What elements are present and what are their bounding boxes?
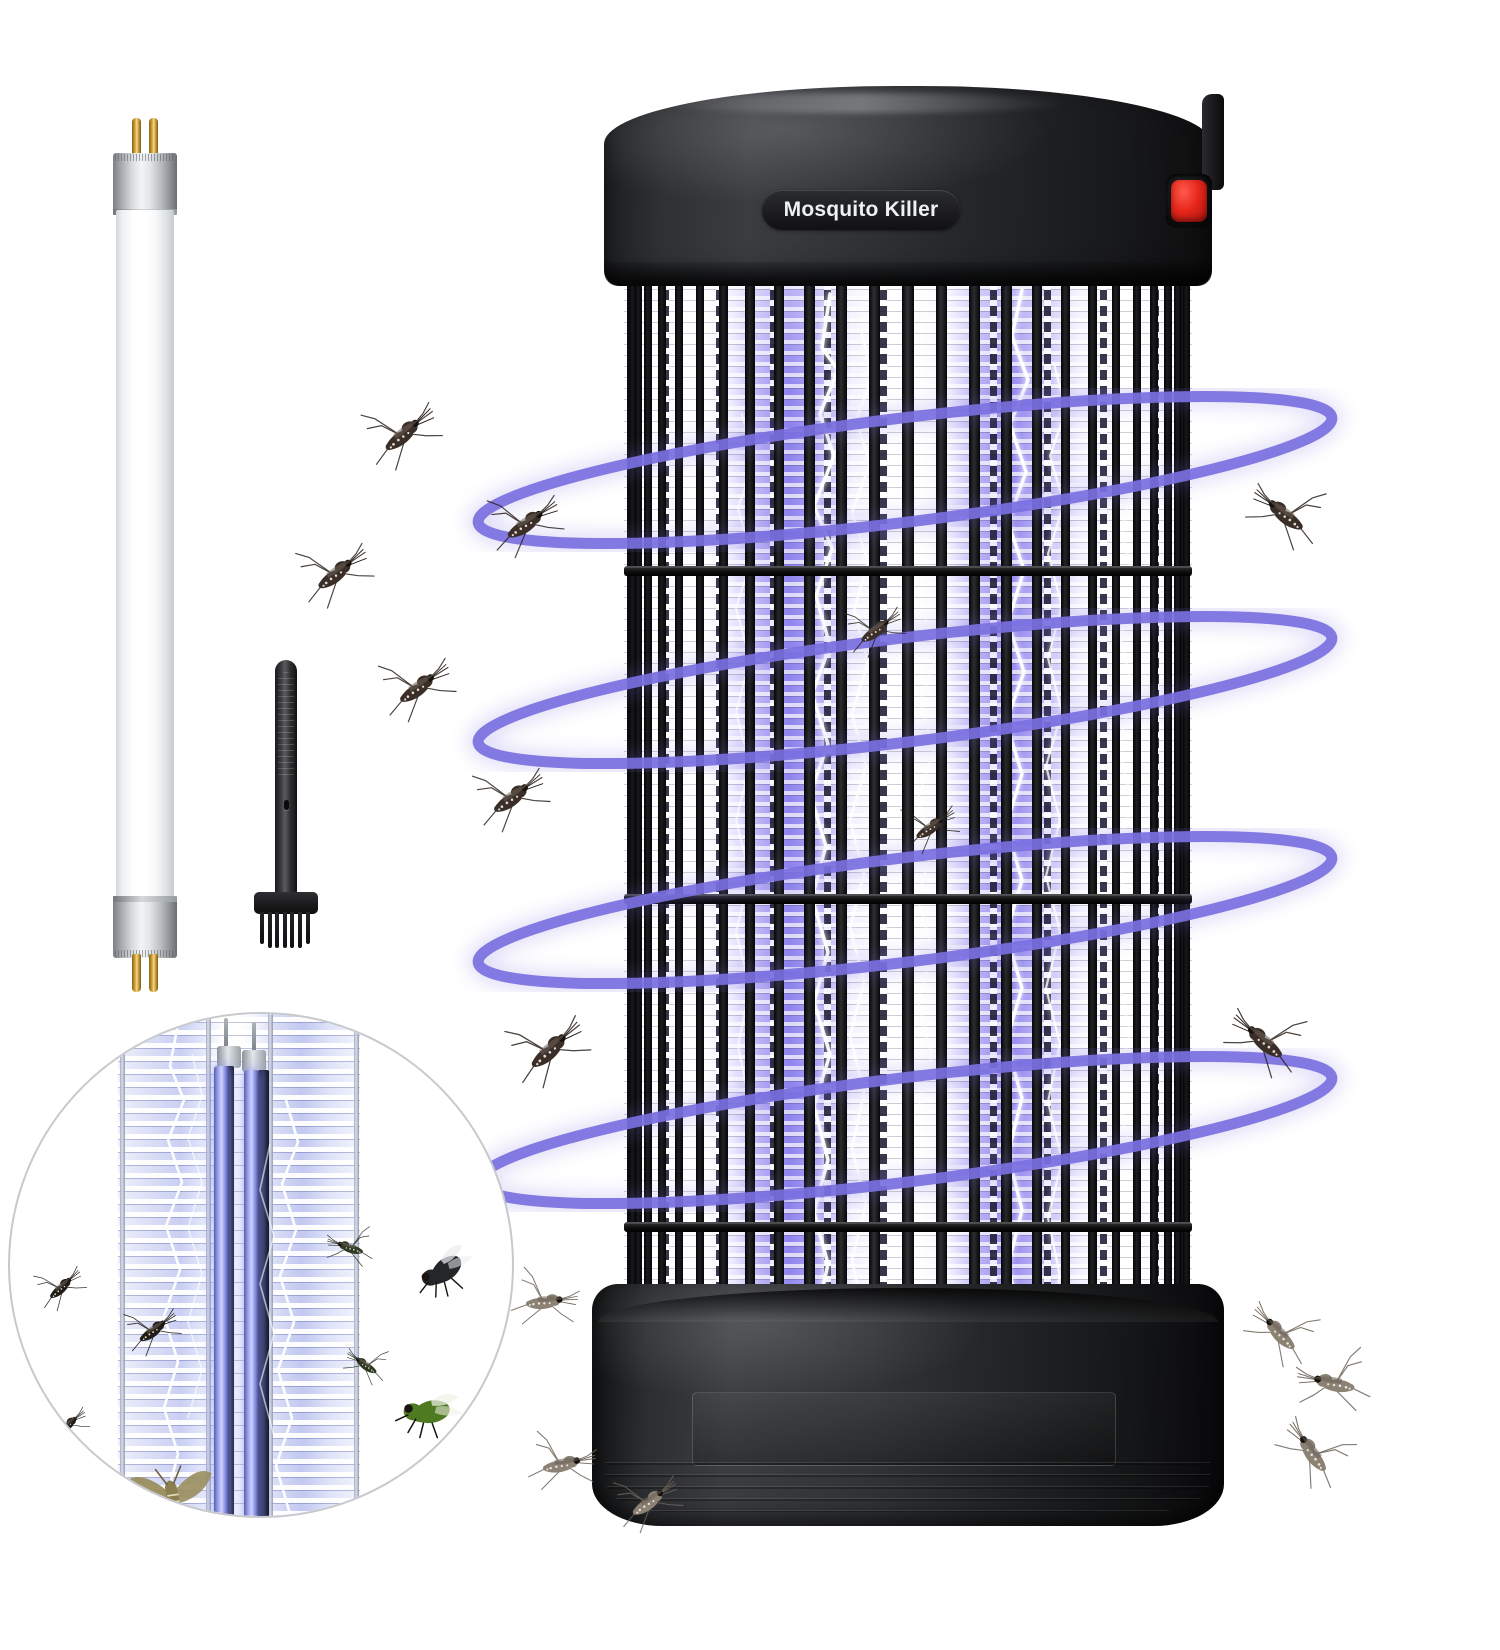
inset-rail xyxy=(206,1014,211,1516)
inset-housefly xyxy=(410,1244,480,1305)
mosquito-right-2 xyxy=(1218,1004,1316,1088)
brand-badge-label: Mosquito Killer xyxy=(783,198,939,221)
mosquito-bottom-center-2 xyxy=(516,1430,602,1504)
uv-tube-cap-bottom xyxy=(113,896,177,958)
inset-mosquito xyxy=(28,1264,90,1319)
uv-tube-cap-ring xyxy=(113,896,177,902)
inset-tube-pin xyxy=(224,1018,228,1048)
power-button[interactable] xyxy=(1171,180,1207,222)
cage-bar xyxy=(1032,274,1043,1404)
inset-uv-tube-shadow xyxy=(258,1070,269,1516)
cage-bar xyxy=(804,274,815,1404)
cage-bar xyxy=(1132,274,1141,1404)
housing-side-hinge xyxy=(1202,94,1224,190)
cage-bar xyxy=(1061,274,1071,1404)
uv-tube-cap-top xyxy=(113,153,177,215)
brush-bristle xyxy=(305,912,310,944)
brush-hang-hole xyxy=(284,800,289,810)
inset-louvre-slats xyxy=(118,1014,360,1516)
uv-tube-pin xyxy=(149,954,158,992)
inset-tube-pin xyxy=(252,1022,256,1052)
cage-bar xyxy=(1182,274,1190,1404)
cage-bar xyxy=(1164,274,1172,1404)
inset-mosquito xyxy=(18,1484,66,1516)
brush-bristle xyxy=(282,912,287,948)
cage-bar xyxy=(745,274,755,1404)
zapper-base xyxy=(592,1284,1224,1526)
mosquito-bottom-right-2 xyxy=(1290,1346,1384,1426)
mosquito-bottom-right-3 xyxy=(1268,1415,1362,1498)
mosquito-upper-left-3 xyxy=(286,538,380,618)
mosquito-right-1 xyxy=(1240,478,1336,560)
inset-grid-panel xyxy=(118,1014,360,1516)
uv-tube-pins-bottom xyxy=(128,954,162,992)
cage-bar xyxy=(935,274,948,1404)
inset-uv-tube xyxy=(214,1066,229,1516)
cage-bar xyxy=(836,274,847,1404)
cage-bar xyxy=(773,274,784,1404)
brush-bristle xyxy=(260,912,264,944)
mosquito-upper-left-1 xyxy=(352,398,448,480)
brush-bristles xyxy=(260,912,312,948)
cage-bar xyxy=(675,274,684,1404)
mosquito-bottom-right-1 xyxy=(1238,1300,1327,1376)
uv-tube-pin xyxy=(149,118,158,156)
cage-ring xyxy=(624,1222,1192,1232)
cage-bar xyxy=(868,274,881,1404)
brush-bristle xyxy=(267,912,272,948)
brand-badge: Mosquito Killer xyxy=(762,190,960,230)
inset-uv-tube xyxy=(244,1070,259,1516)
cage-bar xyxy=(658,274,666,1404)
uv-tube-pins-top xyxy=(128,118,162,156)
inset-electric-arcs xyxy=(162,1022,300,1516)
bug-zapper-lamp: Mosquito Killer xyxy=(592,86,1224,1526)
inset-mosquito xyxy=(38,1404,93,1453)
base-ridges xyxy=(606,1462,1210,1512)
uv-tube-cap-texture xyxy=(115,154,175,161)
mosquito-mid-left-2 xyxy=(462,762,556,842)
mosquito-upper-left-2 xyxy=(476,488,570,568)
inset-rail xyxy=(120,1014,125,1516)
brush-head xyxy=(254,892,318,914)
collection-tray[interactable] xyxy=(692,1392,1116,1466)
cage-bar xyxy=(719,274,728,1404)
cage-bar xyxy=(1088,274,1097,1404)
inset-rail xyxy=(268,1014,273,1516)
inset-tube-cap xyxy=(242,1050,266,1072)
housing-highlight xyxy=(646,93,1073,113)
zapper-top-housing: Mosquito Killer xyxy=(604,86,1212,286)
cage-bar xyxy=(695,274,705,1404)
brush-grip-texture xyxy=(278,672,294,780)
cage-bar xyxy=(969,274,980,1404)
cage-bar xyxy=(644,274,652,1404)
mosquito-lower-left-1 xyxy=(496,1012,597,1098)
mosquito-mid-left-1 xyxy=(368,652,462,732)
housing-bottom-rim xyxy=(604,262,1212,286)
brush-handle xyxy=(275,660,297,898)
uv-tube-pin xyxy=(132,954,141,992)
brush-bristle xyxy=(298,912,302,948)
cage-bar xyxy=(634,274,642,1404)
uv-tube-pin xyxy=(132,118,141,156)
cage-ring xyxy=(624,894,1192,904)
cleaning-brush xyxy=(248,660,326,948)
zapper-cage xyxy=(624,274,1192,1404)
cage-bar xyxy=(1001,274,1012,1404)
uv-tube-glass xyxy=(116,210,174,900)
brush-bristle xyxy=(275,912,280,948)
uv-tube-cap-texture xyxy=(115,950,175,957)
base-top-lip xyxy=(598,1288,1218,1322)
cage-bar xyxy=(1150,274,1158,1404)
cage-bar xyxy=(902,274,914,1404)
close-up-grid-detail xyxy=(8,1012,514,1518)
inset-tube-cap xyxy=(217,1046,241,1068)
inset-greenbottle-fly xyxy=(392,1384,466,1448)
brush-bristle xyxy=(290,912,295,948)
cage-bar xyxy=(1111,274,1121,1404)
cage-ring xyxy=(624,566,1192,576)
replacement-uv-tube xyxy=(113,118,177,992)
